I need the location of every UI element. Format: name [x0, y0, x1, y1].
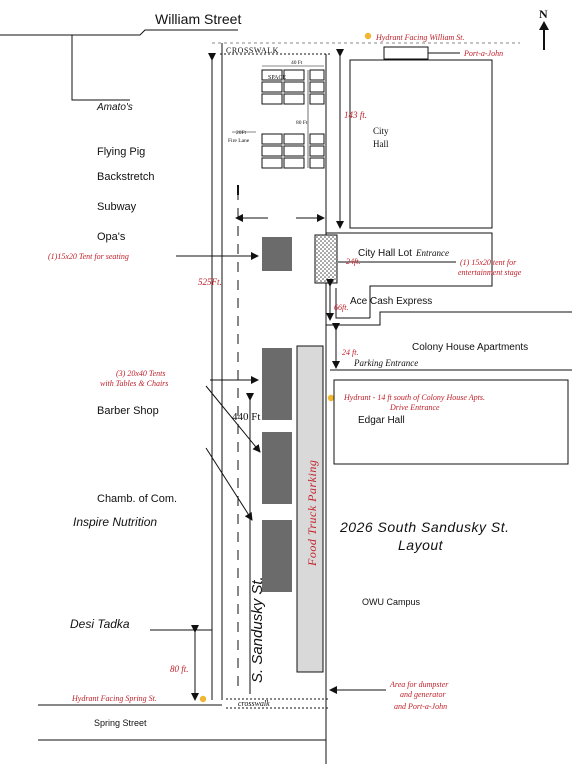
tents-leader-2 [205, 385, 261, 453]
dumpster-line-1: Area for dumpster [389, 680, 449, 689]
compass-label: N [539, 7, 548, 21]
vendor-depth-label: 80 Ft [296, 120, 308, 126]
dimension-24-lot: 24ft. [346, 257, 360, 266]
dumpster-line-2: and generator [400, 690, 446, 699]
page-title-line-1: 2026 South Sandusky St. [339, 519, 510, 535]
business-subway: Subway [97, 201, 137, 213]
city-hall-label-2: Hall [373, 139, 389, 149]
table-tent-2 [262, 432, 292, 504]
table-tent-1 [262, 348, 292, 420]
tents-leader-3 [205, 447, 253, 521]
vendor-space-block: SPACE 40 Ft 80 Ft 20Ft Fire Lane [228, 60, 325, 169]
william-street-label: William Street [155, 11, 241, 27]
north-arrow-icon: N [539, 7, 549, 50]
colony-house-label: Colony House Apartments [412, 342, 528, 353]
dimension-66-label: 66ft. [334, 303, 348, 312]
hydrant-spring-icon [199, 695, 207, 703]
ace-outline [335, 288, 370, 319]
dimension-440-label: 440 Ft [232, 411, 260, 423]
fire-lane-width: 20Ft [236, 130, 247, 136]
city-hall-building [349, 59, 493, 229]
business-backstretch: Backstretch [97, 171, 154, 183]
sandusky-street-label: S. Sandusky St. [249, 576, 266, 683]
colony-house-outline-top [326, 311, 572, 326]
hydrant-spring-label: Hydrant Facing Spring St. [71, 694, 157, 703]
william-street-edge [0, 29, 238, 36]
ace-cash-express-label: Ace Cash Express [350, 296, 432, 307]
business-desi-tadka: Desi Tadka [70, 617, 130, 631]
city-hall-lot-label: City Hall Lot [358, 248, 412, 259]
hydrant-colony-line-1: Hydrant - 14 ft south of Colony House Ap… [343, 393, 485, 402]
vendor-width-label: 40 Ft [291, 60, 303, 66]
hydrant-colony-line-2: Drive Entrance [389, 403, 440, 412]
dimension-143-label: 143 ft. [344, 110, 367, 120]
spring-street-label: Spring Street [94, 718, 147, 728]
seating-tent [262, 237, 292, 271]
dimension-80-label: 80 ft. [170, 664, 189, 674]
crosswalk-south-label: crosswalk [238, 699, 270, 708]
amatos-outline [71, 35, 130, 101]
edgar-hall-building [333, 379, 569, 465]
entertainment-tent [314, 234, 338, 284]
tents-tables-line-2: with Tables & Chairs [100, 379, 168, 388]
city-hall-lot-outline [326, 232, 493, 318]
business-inspire-nutrition: Inspire Nutrition [73, 515, 157, 529]
tent-entertainment-line-1: (1) 15x20 tent for [460, 258, 517, 267]
page-title-line-2: Layout [398, 537, 444, 553]
table-tent-3 [262, 520, 292, 592]
tent-entertainment-line-2: entertainment stage [458, 268, 522, 277]
hydrant-william-label: Hydrant Facing William St. [375, 33, 464, 42]
port-a-john-label: Port-a-John [463, 49, 503, 58]
owu-campus-label: OWU Campus [362, 597, 421, 607]
food-truck-parking-label: Food Truck Parking [305, 460, 319, 567]
parking-entrance-label: Parking Entrance [353, 358, 418, 368]
city-hall-label-1: City [373, 126, 389, 136]
vendor-space-label: SPACE [268, 75, 286, 81]
business-opas: Opa's [97, 231, 126, 243]
hydrant-william-icon [364, 32, 372, 40]
hydrant-colony-icon [327, 394, 335, 402]
tent-seating-label: (1)15x20 Tent for seating [48, 252, 129, 261]
business-amatos: Amato's [96, 102, 133, 113]
tents-tables-line-1: (3) 20x40 Tents [116, 369, 165, 378]
crosswalk-north-label: CROSSWALK [226, 46, 279, 55]
fire-lane-label: Fire Lane [228, 138, 250, 144]
dumpster-line-3: and Port-a-John [394, 702, 447, 711]
dimension-24-parking-label: 24 ft. [342, 348, 358, 357]
city-hall-lot-entrance: Entrance [415, 248, 449, 258]
business-barber-shop: Barber Shop [97, 405, 159, 417]
port-a-john-box [383, 46, 429, 60]
business-chamber-of-commerce: Chamb. of Com. [97, 493, 177, 505]
dimension-525-label: 525Ft. [198, 277, 222, 287]
edgar-hall-label: Edgar Hall [358, 415, 405, 426]
food-truck-parking-lane [296, 345, 324, 673]
business-flying-pig: Flying Pig [97, 146, 145, 158]
